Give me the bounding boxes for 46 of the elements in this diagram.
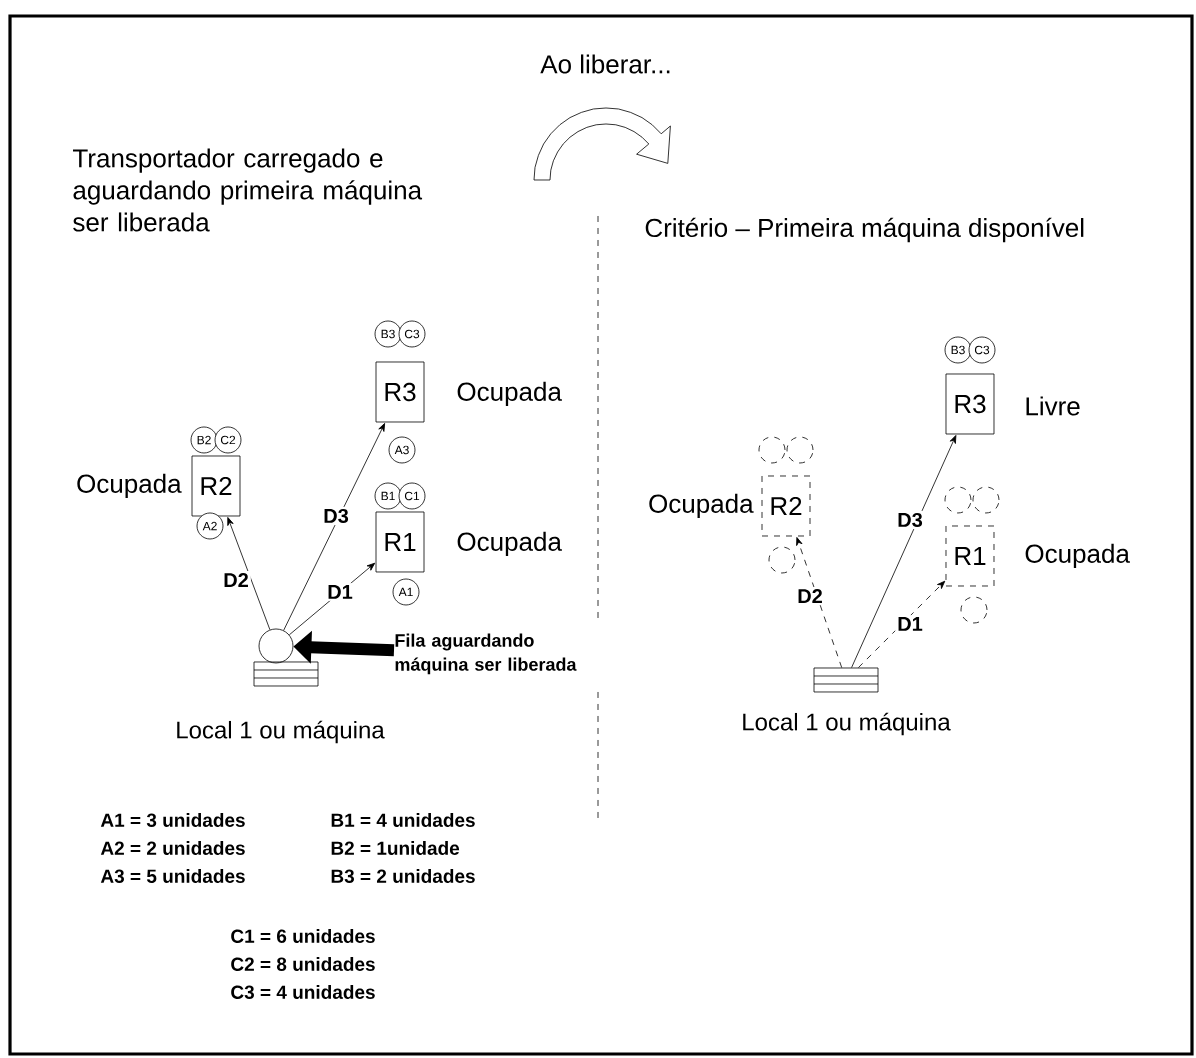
resource-box: R1	[945, 525, 995, 587]
status-label: Ocupada	[77, 473, 182, 499]
arrow	[851, 435, 957, 668]
heading: Critério – Primeira máquina disponível	[645, 217, 1084, 243]
status-label: Ocupada	[1025, 543, 1130, 569]
resource-circle	[786, 436, 814, 464]
status-label: Ocupada	[457, 381, 562, 407]
status-label: Ocupada	[649, 493, 754, 519]
resource-circle	[972, 486, 1000, 514]
status-label: Livre	[1026, 396, 1080, 416]
edge-label: D2	[221, 571, 251, 589]
legend-entry: B3 = 2 unidades	[331, 869, 475, 883]
arrow	[227, 517, 271, 631]
caption-text: Ao liberar...	[540, 54, 670, 74]
legend-entry: A1 = 3 unidades	[100, 813, 245, 827]
edge-label: D3	[321, 506, 351, 526]
legend-entry: A2 = 2 unidades	[100, 841, 245, 855]
edge-label: D3	[895, 510, 925, 530]
arrow	[283, 423, 386, 631]
legend-entry: B2 = 1unidade	[331, 841, 460, 855]
legend-entry: C2 = 8 unidades	[231, 957, 375, 971]
station-box	[813, 667, 879, 693]
status-label: Ocupada	[457, 531, 562, 557]
edge-label: D2	[795, 587, 825, 605]
legend-entry: A3 = 5 unidades	[100, 869, 245, 883]
edge-label: D1	[895, 615, 925, 633]
arrow	[796, 537, 843, 668]
resource-circle	[944, 486, 972, 514]
heading: Transportador carregado e aguardando primeira máquina ser liberada	[73, 148, 423, 232]
station-box	[253, 661, 319, 687]
arrow	[288, 562, 376, 636]
edge-label: D1	[325, 583, 355, 601]
status-label: Local 1 ou máquina	[743, 712, 951, 736]
legend-entry: B1 = 4 unidades	[331, 813, 475, 827]
resource-circle	[758, 436, 786, 464]
note-text: Fila aguardando máquina ser liberada	[395, 633, 577, 675]
legend-entry: C3 = 4 unidades	[231, 985, 375, 999]
resource-circle	[960, 596, 988, 624]
legend-entry: C1 = 6 unidades	[231, 929, 375, 943]
resource-circle	[768, 546, 796, 574]
queue-circle	[258, 628, 294, 664]
status-label: Local 1 ou máquina	[177, 720, 385, 744]
resource-box: R3	[375, 361, 425, 423]
resource-box: R3	[945, 373, 995, 435]
resource-box: R2	[761, 475, 811, 537]
arrow	[858, 580, 946, 668]
